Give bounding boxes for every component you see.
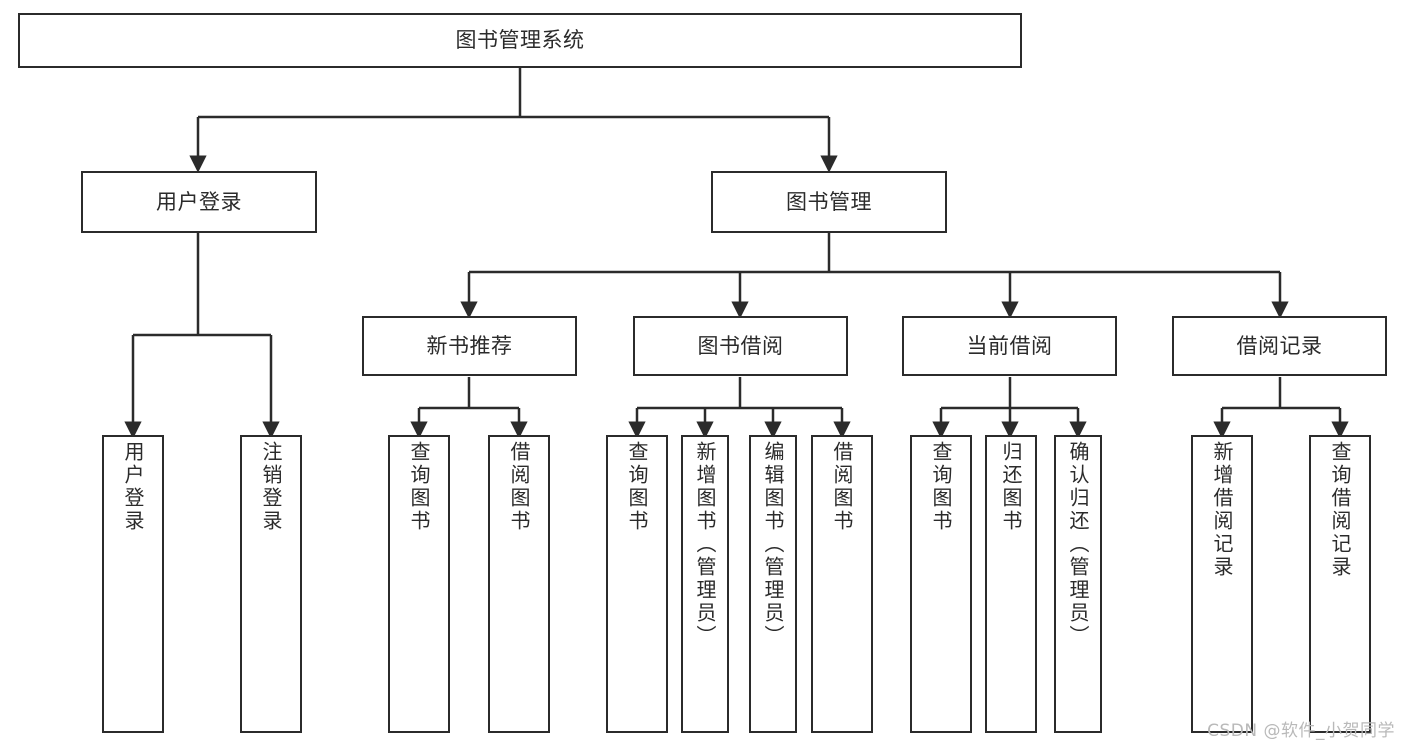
node-borrow-records[interactable]: 借阅记录: [1172, 316, 1387, 376]
node-label: 查询图书: [625, 441, 649, 533]
csdn-watermark: CSDN @软件_小贺同学: [1207, 721, 1395, 741]
node-label: 用户登录: [121, 441, 145, 533]
node-current-borrow[interactable]: 当前借阅: [902, 316, 1117, 376]
node-label: 借阅记录: [1236, 333, 1323, 358]
leaf-query-books-recommend[interactable]: 查询图书: [388, 435, 450, 733]
leaf-add-borrow-record[interactable]: 新增借阅记录: [1191, 435, 1253, 733]
node-user-login[interactable]: 用户登录: [81, 171, 317, 233]
leaf-query-books-current[interactable]: 查询图书: [910, 435, 972, 733]
leaf-confirm-return-admin[interactable]: 确认归还（管理员）: [1054, 435, 1102, 733]
node-book-borrow[interactable]: 图书借阅: [633, 316, 848, 376]
node-book-management[interactable]: 图书管理: [711, 171, 947, 233]
node-label: 编辑图书（管理员）: [761, 441, 785, 648]
node-label: 新书推荐: [426, 333, 513, 358]
node-label: 借阅图书: [507, 441, 531, 533]
node-label: 图书借阅: [697, 333, 784, 358]
node-label: 图书管理: [786, 189, 872, 214]
leaf-borrow-books-recommend[interactable]: 借阅图书: [488, 435, 550, 733]
leaf-user-login[interactable]: 用户登录: [102, 435, 164, 733]
node-label: 归还图书: [999, 441, 1023, 533]
node-root[interactable]: 图书管理系统: [18, 13, 1022, 68]
leaf-edit-book-admin[interactable]: 编辑图书（管理员）: [749, 435, 797, 733]
leaf-return-book[interactable]: 归还图书: [985, 435, 1037, 733]
node-label: 查询图书: [929, 441, 953, 533]
node-label: 图书管理系统: [455, 28, 585, 53]
node-label: 确认归还（管理员）: [1066, 441, 1090, 648]
leaf-add-book-admin[interactable]: 新增图书（管理员）: [681, 435, 729, 733]
node-new-book-recommend[interactable]: 新书推荐: [362, 316, 577, 376]
leaf-query-borrow-record[interactable]: 查询借阅记录: [1309, 435, 1371, 733]
node-label: 注销登录: [259, 441, 283, 533]
leaf-logout[interactable]: 注销登录: [240, 435, 302, 733]
node-label: 新增图书（管理员）: [693, 441, 717, 648]
node-label: 借阅图书: [830, 441, 854, 533]
node-label: 当前借阅: [966, 333, 1053, 358]
leaf-borrow-book[interactable]: 借阅图书: [811, 435, 873, 733]
leaf-query-books[interactable]: 查询图书: [606, 435, 668, 733]
node-label: 查询借阅记录: [1328, 441, 1352, 579]
node-label: 查询图书: [407, 441, 431, 533]
node-label: 用户登录: [156, 189, 242, 214]
node-label: 新增借阅记录: [1210, 441, 1234, 579]
